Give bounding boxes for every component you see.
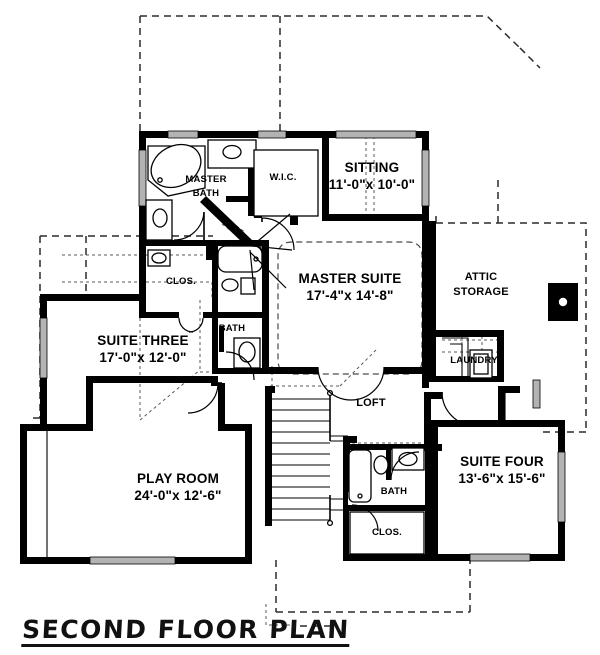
window-sitting-top — [335, 130, 417, 139]
detail-lines — [46, 393, 506, 557]
door-swings — [173, 211, 477, 532]
space-label-laundry: LAUNDRY — [450, 355, 498, 366]
space-label-bath-suite-four: BATH — [381, 486, 407, 497]
suite-four-closet-shelf — [349, 511, 425, 555]
room-dims-play-room: 24'-0"x 12'-6" — [134, 488, 221, 503]
laundry-appliance-2 — [473, 353, 489, 375]
wic-shelving — [253, 149, 319, 217]
space-label-bath-hall: BATH — [219, 323, 245, 334]
space-label-attic-line1: ATTIC — [465, 271, 498, 283]
window-sitting-right — [421, 149, 430, 207]
master-bath-shower-basin — [152, 208, 168, 228]
space-label-closet-hall: CLOS. — [166, 276, 196, 287]
page-title: SECOND FLOOR PLAN — [21, 615, 351, 647]
hall-bath-sink2-icon — [238, 341, 256, 363]
suite-four-tub-icon — [348, 449, 372, 503]
window-suite-four-right — [557, 451, 566, 523]
space-labels: MASTER BATH W.I.C. ATTIC STORAGE LAUNDRY… — [166, 172, 509, 538]
roof-overhang-dashed-outline — [30, 15, 587, 627]
master-bath-sink-icon — [222, 144, 242, 160]
room-dims-suite-three: 17'-0"x 12'-0" — [99, 350, 186, 365]
hall-bath-toilet-icon — [221, 278, 239, 292]
suite-four-sink-icon — [398, 451, 418, 467]
space-label-master-bath-line1: MASTER — [185, 174, 226, 185]
window-suite-four-bottom — [469, 553, 531, 562]
chimney-flue-icon — [548, 283, 578, 321]
master-bath-tub-icon — [147, 143, 206, 197]
windows — [39, 130, 566, 565]
window-suite-three-left — [39, 317, 48, 379]
room-label-sitting: SITTING — [345, 160, 400, 175]
room-dims-master-suite: 17'-4"x 14'-8" — [306, 288, 393, 303]
window-play-room-bottom — [89, 556, 176, 565]
room-label-play-room: PLAY ROOM — [137, 471, 219, 486]
room-labels: SITTING 11'-0"x 10'-0" MASTER SUITE 17'-… — [97, 160, 545, 503]
room-label-master-suite: MASTER SUITE — [299, 271, 402, 286]
window-master-bath-left — [138, 149, 147, 207]
hall-bath-tub-drain — [253, 256, 259, 262]
suite-four-toilet-icon — [373, 455, 389, 475]
hall-bath-partition — [219, 326, 224, 352]
staircase — [271, 386, 348, 527]
space-label-loft: LOFT — [356, 397, 386, 409]
space-label-attic-line2: STORAGE — [453, 286, 509, 298]
suite-four-tub-drain — [357, 493, 363, 499]
space-label-master-bath-line2: BATH — [193, 188, 219, 199]
room-label-suite-four: SUITE FOUR — [460, 454, 544, 469]
master-bath-sink2-icon — [151, 252, 167, 264]
window-master-bath-top — [167, 130, 199, 139]
space-label-wic: W.I.C. — [269, 172, 296, 183]
window-suite-four-upper-right — [532, 379, 541, 409]
room-dims-suite-four: 13'-6"x 15'-6" — [458, 471, 545, 486]
hall-bath-sink-icon — [240, 277, 256, 295]
room-dims-sitting: 11'-0"x 10'-0" — [329, 177, 416, 192]
room-label-suite-three: SUITE THREE — [97, 333, 188, 348]
window-wic-top — [257, 130, 287, 139]
space-label-closet-suite-four: CLOS. — [372, 527, 402, 538]
